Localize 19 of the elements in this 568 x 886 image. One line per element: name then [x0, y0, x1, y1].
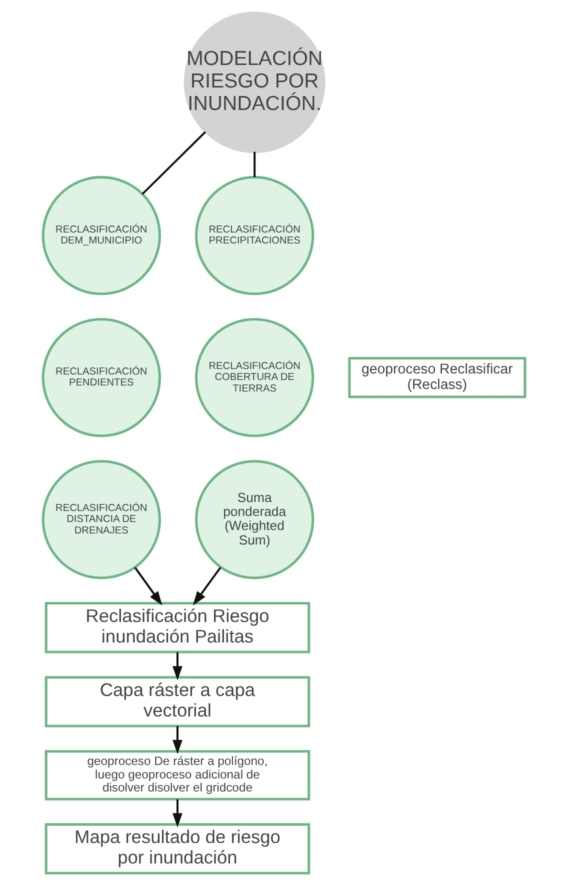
node-box: Mapa resultado de riesgo por inundación — [44, 823, 310, 874]
node-circle: RECLASIFICACIÓN COBERTURA DE TIERRAS — [194, 318, 314, 438]
node-circle: RECLASIFICACIÓN PRECIPITACIONES — [194, 176, 314, 296]
node-box: Capa ráster a capa vectorial — [44, 676, 310, 728]
connector — [142, 131, 206, 195]
connector — [254, 152, 256, 178]
arrow — [172, 799, 182, 828]
arrow — [172, 726, 182, 754]
node-circle: RECLASIFICACIÓN DEM_MUNICIPIO — [42, 176, 161, 296]
arrow — [134, 566, 162, 606]
node-circle: RECLASIFICACIÓN PENDIENTES — [42, 318, 161, 438]
node-circle: MODELACIÓN RIESGO POR INUNDACIÓN. — [184, 12, 326, 154]
node-circle: Suma ponderada (Weighted Sum) — [194, 460, 314, 580]
node-box: Reclasificación Riesgo inundación Pailitas — [44, 602, 310, 654]
node-circle: RECLASIFICACIÓN DISTANCIA DE DRENAJES — [42, 460, 161, 580]
arrow — [172, 652, 182, 680]
node-box: geoproceso De ráster a polígono, luego geoproceso adicional de disolver disolver el gridcode — [44, 750, 310, 800]
node-box: geoproceso Reclasificar (Reclass) — [348, 357, 526, 398]
arrow — [192, 566, 222, 606]
